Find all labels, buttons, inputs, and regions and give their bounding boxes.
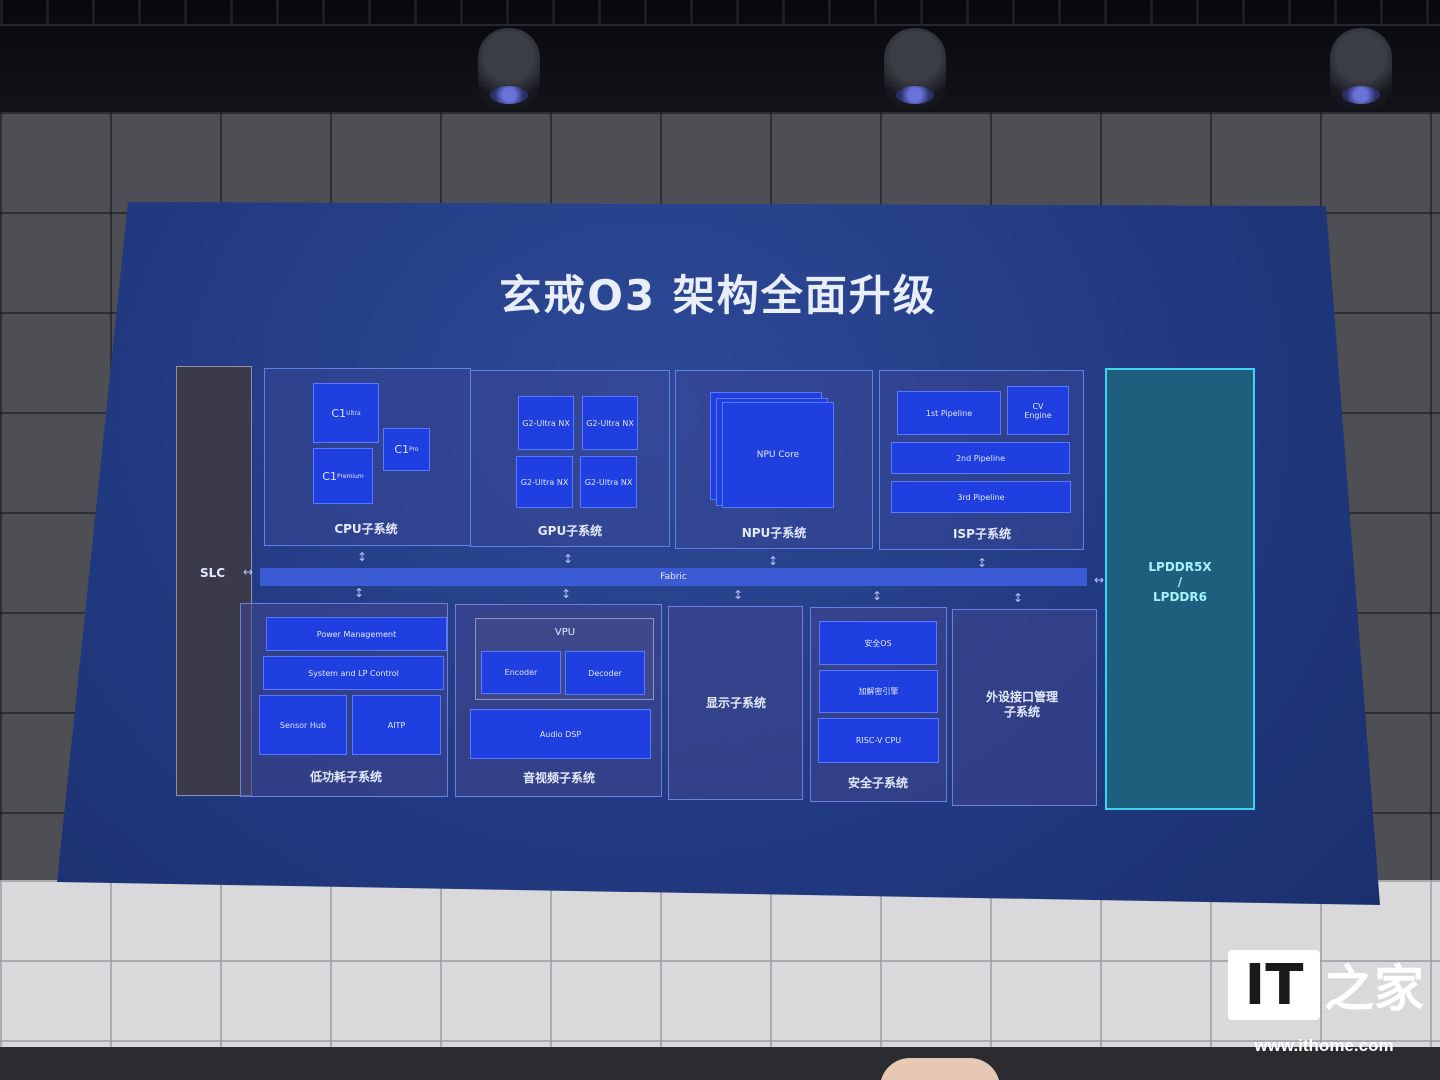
cpu-label: CPU子系统 bbox=[334, 522, 398, 536]
crypto-engine: 加解密引擎 bbox=[819, 670, 938, 713]
arrow-fabric-security: ↕ bbox=[871, 589, 883, 603]
arrow-gpu-fabric: ↕ bbox=[562, 552, 574, 566]
peripheral-label: 外设接口管理 子系统 bbox=[966, 690, 1078, 720]
arrow-slc-fabric: ↔ bbox=[242, 565, 254, 579]
power-management: Power Management bbox=[266, 617, 447, 651]
fabric-bus: Fabric bbox=[260, 568, 1087, 586]
cpu-core-name: C1 bbox=[322, 469, 337, 483]
gpu-core: G2-Ultra NX bbox=[516, 456, 573, 508]
isp-pipeline-2: 2nd Pipeline bbox=[891, 442, 1070, 474]
peripheral-label-line-2: 子系统 bbox=[1003, 705, 1040, 719]
vpu-label: VPU bbox=[554, 627, 576, 638]
slc-label: SLC bbox=[200, 566, 226, 580]
security-label: 安全子系统 bbox=[847, 776, 908, 790]
arrow-cpu-fabric: ↕ bbox=[356, 550, 368, 564]
stage-light bbox=[478, 28, 540, 110]
isp-pipeline-1: 1st Pipeline bbox=[897, 391, 1001, 435]
peripheral-subsystem bbox=[952, 609, 1097, 806]
arrow-fabric-av: ↕ bbox=[560, 587, 572, 601]
cv-engine-line-2: Engine bbox=[1024, 410, 1052, 420]
arrow-isp-fabric: ↕ bbox=[976, 556, 988, 570]
npu-core: NPU Core bbox=[722, 402, 834, 508]
cv-engine-line-1: CV bbox=[1032, 401, 1044, 411]
gpu-core: G2-Ultra NX bbox=[582, 396, 638, 450]
watermark-it-logo: IT bbox=[1228, 950, 1320, 1020]
cpu-core-name: C1 bbox=[394, 443, 410, 456]
lighting-truss bbox=[0, 0, 1440, 26]
memory-block bbox=[1105, 368, 1255, 810]
npu-label: NPU子系统 bbox=[741, 526, 807, 540]
memory-line-1: LPDDR5X bbox=[1148, 560, 1212, 574]
watermark-home-logo: 之家 bbox=[1324, 960, 1424, 1018]
riscv-cpu: RISC-V CPU bbox=[818, 718, 939, 763]
stage-wall-lower bbox=[0, 880, 1440, 1047]
cpu-core-tier: Premium bbox=[336, 472, 364, 480]
peripheral-label-line-1: 外设接口管理 bbox=[985, 690, 1058, 704]
gpu-core: G2-Ultra NX bbox=[518, 396, 574, 450]
slc-block bbox=[176, 366, 252, 796]
cpu-core-name: C1 bbox=[331, 406, 347, 420]
gpu-core: G2-Ultra NX bbox=[580, 456, 637, 508]
audio-dsp: Audio DSP bbox=[470, 709, 651, 759]
arrow-fabric-memory: ↔ bbox=[1093, 573, 1105, 587]
isp-pipeline-3: 3rd Pipeline bbox=[891, 481, 1071, 513]
ceiling bbox=[0, 0, 1440, 112]
stage-light bbox=[884, 28, 946, 110]
fabric-label: Fabric bbox=[660, 572, 687, 582]
audience-hand bbox=[880, 1058, 1000, 1080]
isp-cv-engine: CV Engine bbox=[1007, 386, 1069, 435]
cpu-core-tier: Ultra bbox=[346, 409, 361, 417]
arrow-fabric-peripheral: ↕ bbox=[1012, 591, 1024, 605]
cpu-core-tier: Pro bbox=[409, 446, 419, 453]
arrow-fabric-display: ↕ bbox=[732, 588, 744, 602]
ithome-watermark: IT 之家 www.ithome.com bbox=[1226, 950, 1426, 1060]
memory-label: LPDDR5X / LPDDR6 bbox=[1130, 560, 1230, 605]
aitp: AITP bbox=[352, 695, 441, 755]
memory-line-3: LPDDR6 bbox=[1153, 590, 1207, 604]
arrow-npu-fabric: ↕ bbox=[767, 554, 779, 568]
memory-line-2: / bbox=[1177, 575, 1183, 589]
lowpower-label: 低功耗子系统 bbox=[309, 770, 382, 784]
decoder: Decoder bbox=[565, 651, 645, 695]
security-os: 安全OS bbox=[819, 621, 937, 665]
watermark-url: www.ithome.com bbox=[1254, 1036, 1394, 1055]
sensor-hub: Sensor Hub bbox=[259, 695, 347, 755]
display-subsystem bbox=[668, 606, 803, 800]
stage-floor bbox=[0, 1047, 1440, 1080]
slide-title: 玄戒O3 架构全面升级 bbox=[499, 271, 937, 320]
display-label: 显示子系统 bbox=[705, 696, 766, 710]
system-lp-control: System and LP Control bbox=[263, 656, 444, 690]
gpu-label: GPU子系统 bbox=[537, 524, 603, 538]
arrow-fabric-lowpower: ↕ bbox=[353, 586, 365, 600]
stage-light bbox=[1330, 28, 1392, 110]
encoder: Encoder bbox=[481, 651, 561, 694]
isp-label: ISP子系统 bbox=[953, 527, 1011, 541]
av-label: 音视频子系统 bbox=[522, 771, 595, 785]
